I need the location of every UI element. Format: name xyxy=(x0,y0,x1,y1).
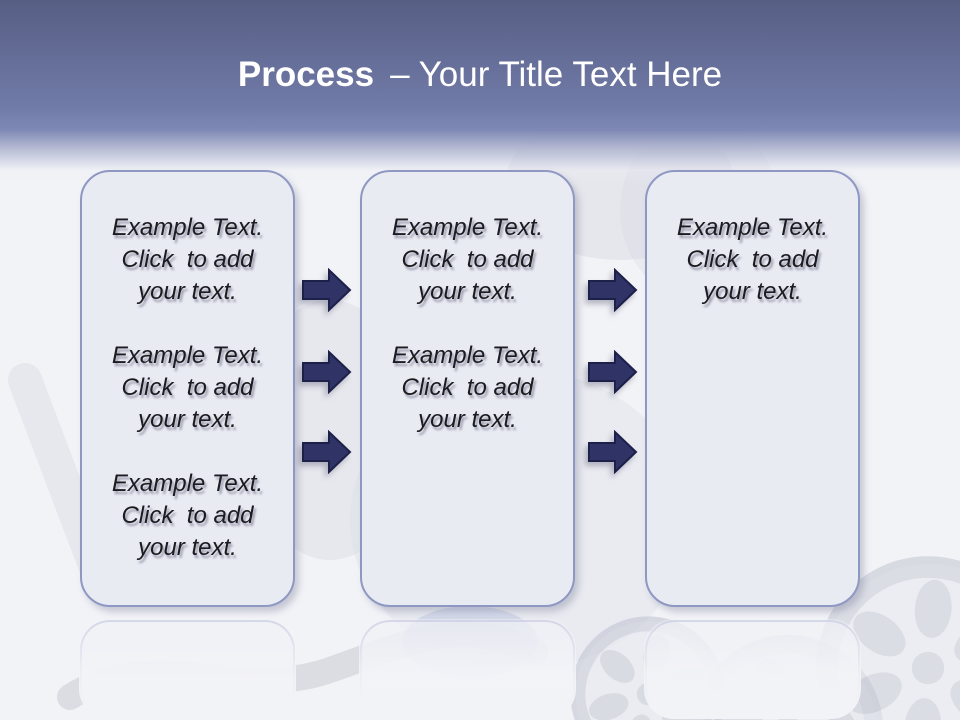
title-subtitle: – Your Title Text Here xyxy=(390,55,723,94)
process-box-3[interactable]: Example Text. Click to add your text. xyxy=(645,170,860,607)
text-placeholder[interactable]: Example Text. Click to add your text. xyxy=(392,340,543,436)
process-arrow[interactable] xyxy=(302,430,352,474)
process-arrow[interactable] xyxy=(302,350,352,394)
placeholder-line: Click to add xyxy=(121,374,254,401)
right-arrow-icon xyxy=(588,268,638,312)
placeholder-line: Example Text. xyxy=(111,342,264,369)
placeholder-line: Click to add xyxy=(121,246,254,273)
placeholder-line: your text. xyxy=(138,534,237,561)
placeholder-line: Example Text. xyxy=(391,214,544,241)
process-box-2[interactable]: Example Text. Click to add your text. Ex… xyxy=(360,170,575,607)
title-banner: Process – Your Title Text Here xyxy=(0,0,960,185)
text-placeholder[interactable]: Example Text. Click to add your text. xyxy=(112,212,263,308)
placeholder-line: your text. xyxy=(418,278,517,305)
placeholder-line: Example Text. xyxy=(676,214,829,241)
text-placeholder[interactable]: Example Text. Click to add your text. xyxy=(392,212,543,308)
placeholder-line: your text. xyxy=(138,278,237,305)
box-reflection-3 xyxy=(644,619,861,719)
placeholder-line: your text. xyxy=(138,406,237,433)
slide-title[interactable]: Process – Your Title Text Here xyxy=(0,52,960,98)
right-arrow-icon xyxy=(588,350,638,394)
placeholder-line: Example Text. xyxy=(111,470,264,497)
right-arrow-icon xyxy=(302,268,352,312)
box-reflection-1 xyxy=(79,619,296,719)
right-arrow-icon xyxy=(588,430,638,474)
text-placeholder[interactable]: Example Text. Click to add your text. xyxy=(677,212,828,308)
placeholder-line: Example Text. xyxy=(111,214,264,241)
process-arrow[interactable] xyxy=(588,350,638,394)
process-box-1[interactable]: Example Text. Click to add your text. Ex… xyxy=(80,170,295,607)
placeholder-line: your text. xyxy=(703,278,802,305)
box-reflection-2 xyxy=(359,619,576,719)
right-arrow-icon xyxy=(302,350,352,394)
placeholder-line: your text. xyxy=(418,406,517,433)
placeholder-line: Example Text. xyxy=(391,342,544,369)
text-placeholder[interactable]: Example Text. Click to add your text. xyxy=(112,340,263,436)
placeholder-line: Click to add xyxy=(121,502,254,529)
text-placeholder[interactable]: Example Text. Click to add your text. xyxy=(112,468,263,564)
right-arrow-icon xyxy=(302,430,352,474)
process-arrow[interactable] xyxy=(302,268,352,312)
placeholder-line: Click to add xyxy=(686,246,819,273)
title-keyword: Process xyxy=(237,55,375,94)
process-arrow[interactable] xyxy=(588,430,638,474)
process-arrow[interactable] xyxy=(588,268,638,312)
placeholder-line: Click to add xyxy=(401,246,534,273)
placeholder-line: Click to add xyxy=(401,374,534,401)
